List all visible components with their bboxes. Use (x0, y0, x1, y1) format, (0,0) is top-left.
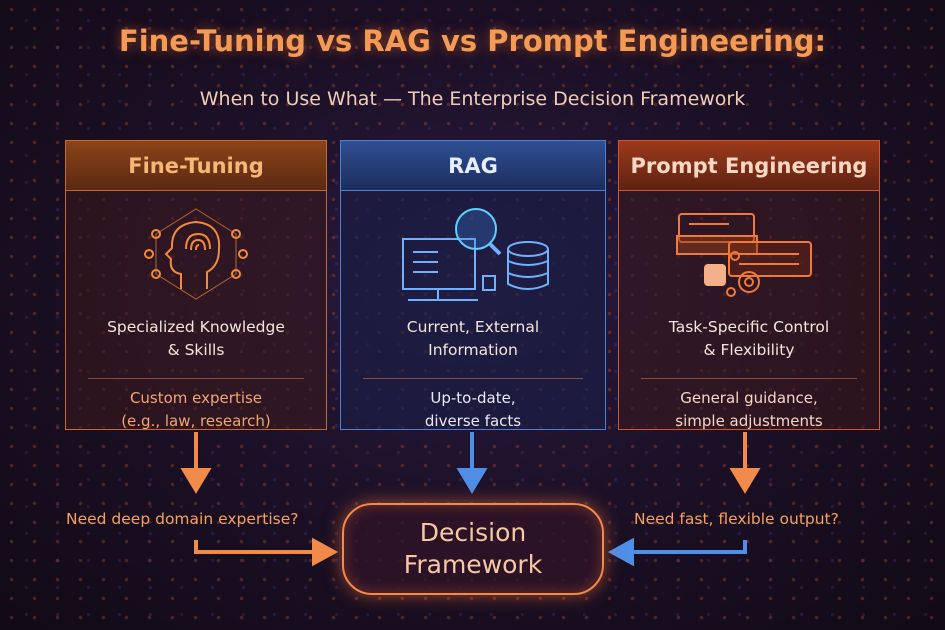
chat-gear-icon (619, 191, 879, 316)
card-title: RAG (341, 141, 605, 191)
brain-head-icon (66, 191, 326, 316)
left-question: Need deep domain expertise? (66, 510, 299, 528)
card-sub-line: simple adjustments (675, 412, 823, 430)
card-sub-line: (e.g., law, research) (121, 412, 271, 430)
card-main-line: Task-Specific Control (668, 318, 830, 336)
left-arrow-icon (607, 537, 747, 567)
card-main-line: Current, External (406, 318, 540, 336)
divider (641, 378, 857, 379)
card-sub-line: diverse facts (424, 412, 522, 430)
computer-search-database-icon (341, 191, 605, 316)
down-arrow-icon (180, 432, 212, 494)
prompt-engineering-card: Prompt Engineering Task-Specific Control… (618, 140, 880, 430)
card-title: Fine-Tuning (66, 141, 326, 191)
card-main-line: & Skills (167, 341, 225, 359)
card-sub-line: Custom expertise (129, 389, 263, 407)
card-title: Prompt Engineering (619, 141, 879, 191)
card-main-line: & Flexibility (703, 341, 795, 359)
card-sub-line: Up-to-date, (430, 389, 516, 407)
page-subtitle: When to Use What — The Enterprise Decisi… (199, 88, 746, 110)
right-arrow-icon (194, 537, 339, 567)
down-arrow-icon (729, 432, 761, 494)
card-sub-line: General guidance, (680, 389, 818, 407)
right-question: Need fast, flexible output? (634, 510, 839, 528)
down-arrow-icon (456, 432, 488, 494)
card-main-line: Information (428, 341, 518, 359)
card-main-line: Specialized Knowledge (107, 318, 285, 336)
divider (88, 378, 304, 379)
fine-tuning-card: Fine-Tuning Specialized Knowledge & Skill… (65, 140, 327, 430)
decision-framework-box: Decision Framework (342, 503, 604, 595)
divider (363, 378, 583, 379)
decision-line: Framework (403, 550, 543, 579)
page-title: Fine-Tuning vs RAG vs Prompt Engineering… (118, 24, 827, 58)
decision-line: Decision (419, 518, 527, 547)
